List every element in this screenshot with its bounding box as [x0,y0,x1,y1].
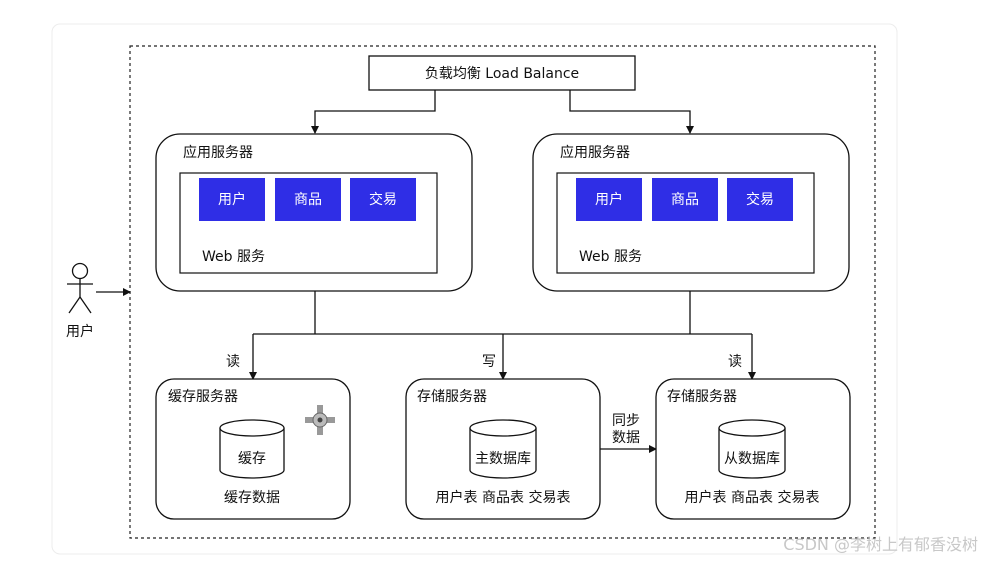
storage-server-slave[interactable]: 存储服务器 从数据库 用户表 商品表 交易表 [655,378,851,520]
module-user[interactable] [576,178,642,221]
cache-db-cylinder [219,419,285,479]
module-trade-label: 交易 [746,191,774,208]
app-server-title: 应用服务器 [183,144,253,161]
storage-server-master[interactable]: 存储服务器 主数据库 用户表 商品表 交易表 [405,378,601,520]
slave-caption: 用户表 商品表 交易表 [685,489,820,506]
cache-server[interactable]: 缓存服务器 缓存 缓存数据 [155,378,351,520]
app-server-title: 应用服务器 [560,144,630,161]
app-server-left[interactable]: 应用服务器 用户 商品 交易 Web 服务 [155,133,473,292]
web-service-label: Web 服务 [579,249,642,265]
module-goods[interactable] [275,178,341,221]
user-actor-label: 用户 [66,323,94,340]
master-db-cylinder [469,419,537,479]
module-user-label: 用户 [218,191,246,208]
module-user-label: 用户 [595,191,623,208]
module-goods-label: 商品 [294,192,322,208]
module-goods-label: 商品 [671,192,699,208]
storage-slave-title: 存储服务器 [667,389,737,405]
module-trade[interactable] [350,178,416,221]
app-server-right[interactable]: 应用服务器 用户 商品 交易 Web 服务 [532,133,850,292]
cache-db-label: 缓存 [238,451,266,467]
load-balancer-label: 负载均衡 Load Balance [425,66,579,82]
write-label: 写 [482,354,496,370]
storage-master-title: 存储服务器 [417,389,487,405]
cache-caption: 缓存数据 [224,490,280,506]
master-db-label: 主数据库 [475,451,531,467]
sync-label-line1: 同步 [612,413,640,429]
read-right-label: 读 [728,353,742,370]
watermark: CSDN @李树上有郁香没树 [783,535,978,554]
lb-to-app-left-arrow [311,90,436,134]
read-left-label: 读 [226,353,240,370]
master-caption: 用户表 商品表 交易表 [436,489,571,506]
cache-server-title: 缓存服务器 [168,389,238,405]
module-user[interactable] [199,178,265,221]
canvas-panel [51,23,898,555]
slave-db-label: 从数据库 [724,451,780,467]
load-balancer[interactable]: 负载均衡 Load Balance [368,55,636,91]
web-service-label: Web 服务 [202,249,265,265]
lb-to-app-right-arrow [569,90,694,134]
module-trade[interactable] [727,178,793,221]
module-trade-label: 交易 [369,191,397,208]
slave-db-cylinder [718,419,786,479]
stick-figure-icon [67,262,93,314]
sync-label-line2: 数据 [612,430,640,446]
move-crosshair-icon[interactable] [305,405,335,435]
module-goods[interactable] [652,178,718,221]
